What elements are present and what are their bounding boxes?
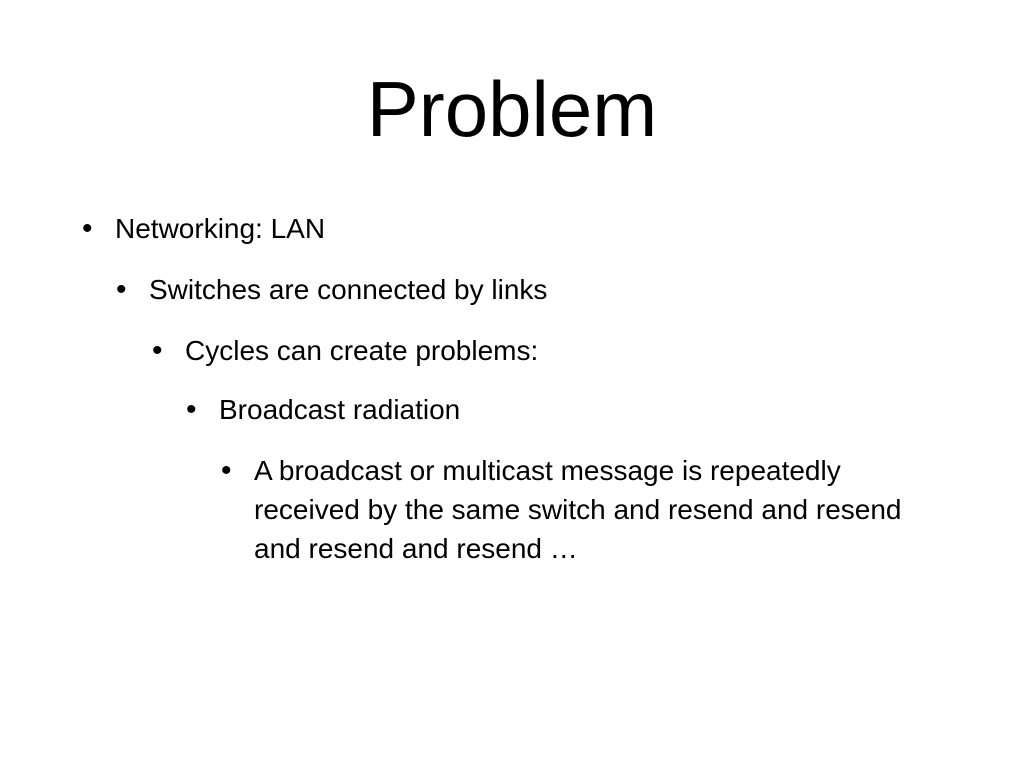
- bullet-text: Switches are connected by links: [149, 274, 548, 305]
- bullet-dot-icon: •: [186, 393, 197, 426]
- bullet-text: A broadcast or multicast message is repe…: [254, 455, 902, 564]
- slide-title: Problem: [366, 65, 658, 153]
- bullet-dot-icon: •: [82, 212, 93, 245]
- bullet-dot-icon: •: [152, 334, 163, 367]
- bullet-text: Broadcast radiation: [219, 394, 461, 425]
- bullet-text: Networking: LAN: [115, 213, 326, 244]
- bullet-dot-icon: •: [221, 454, 232, 487]
- bullet-level-3: • Cycles can create problems:: [152, 331, 1005, 370]
- bullet-text: Cycles can create problems:: [185, 335, 539, 366]
- bullet-level-4: • Broadcast radiation: [186, 390, 1009, 429]
- bullet-dot-icon: •: [116, 273, 127, 306]
- bullet-level-1: • Networking: LAN: [82, 209, 995, 248]
- bullet-level-5: • A broadcast or multicast message is re…: [221, 451, 954, 568]
- bullet-level-2: • Switches are connected by links: [116, 270, 999, 309]
